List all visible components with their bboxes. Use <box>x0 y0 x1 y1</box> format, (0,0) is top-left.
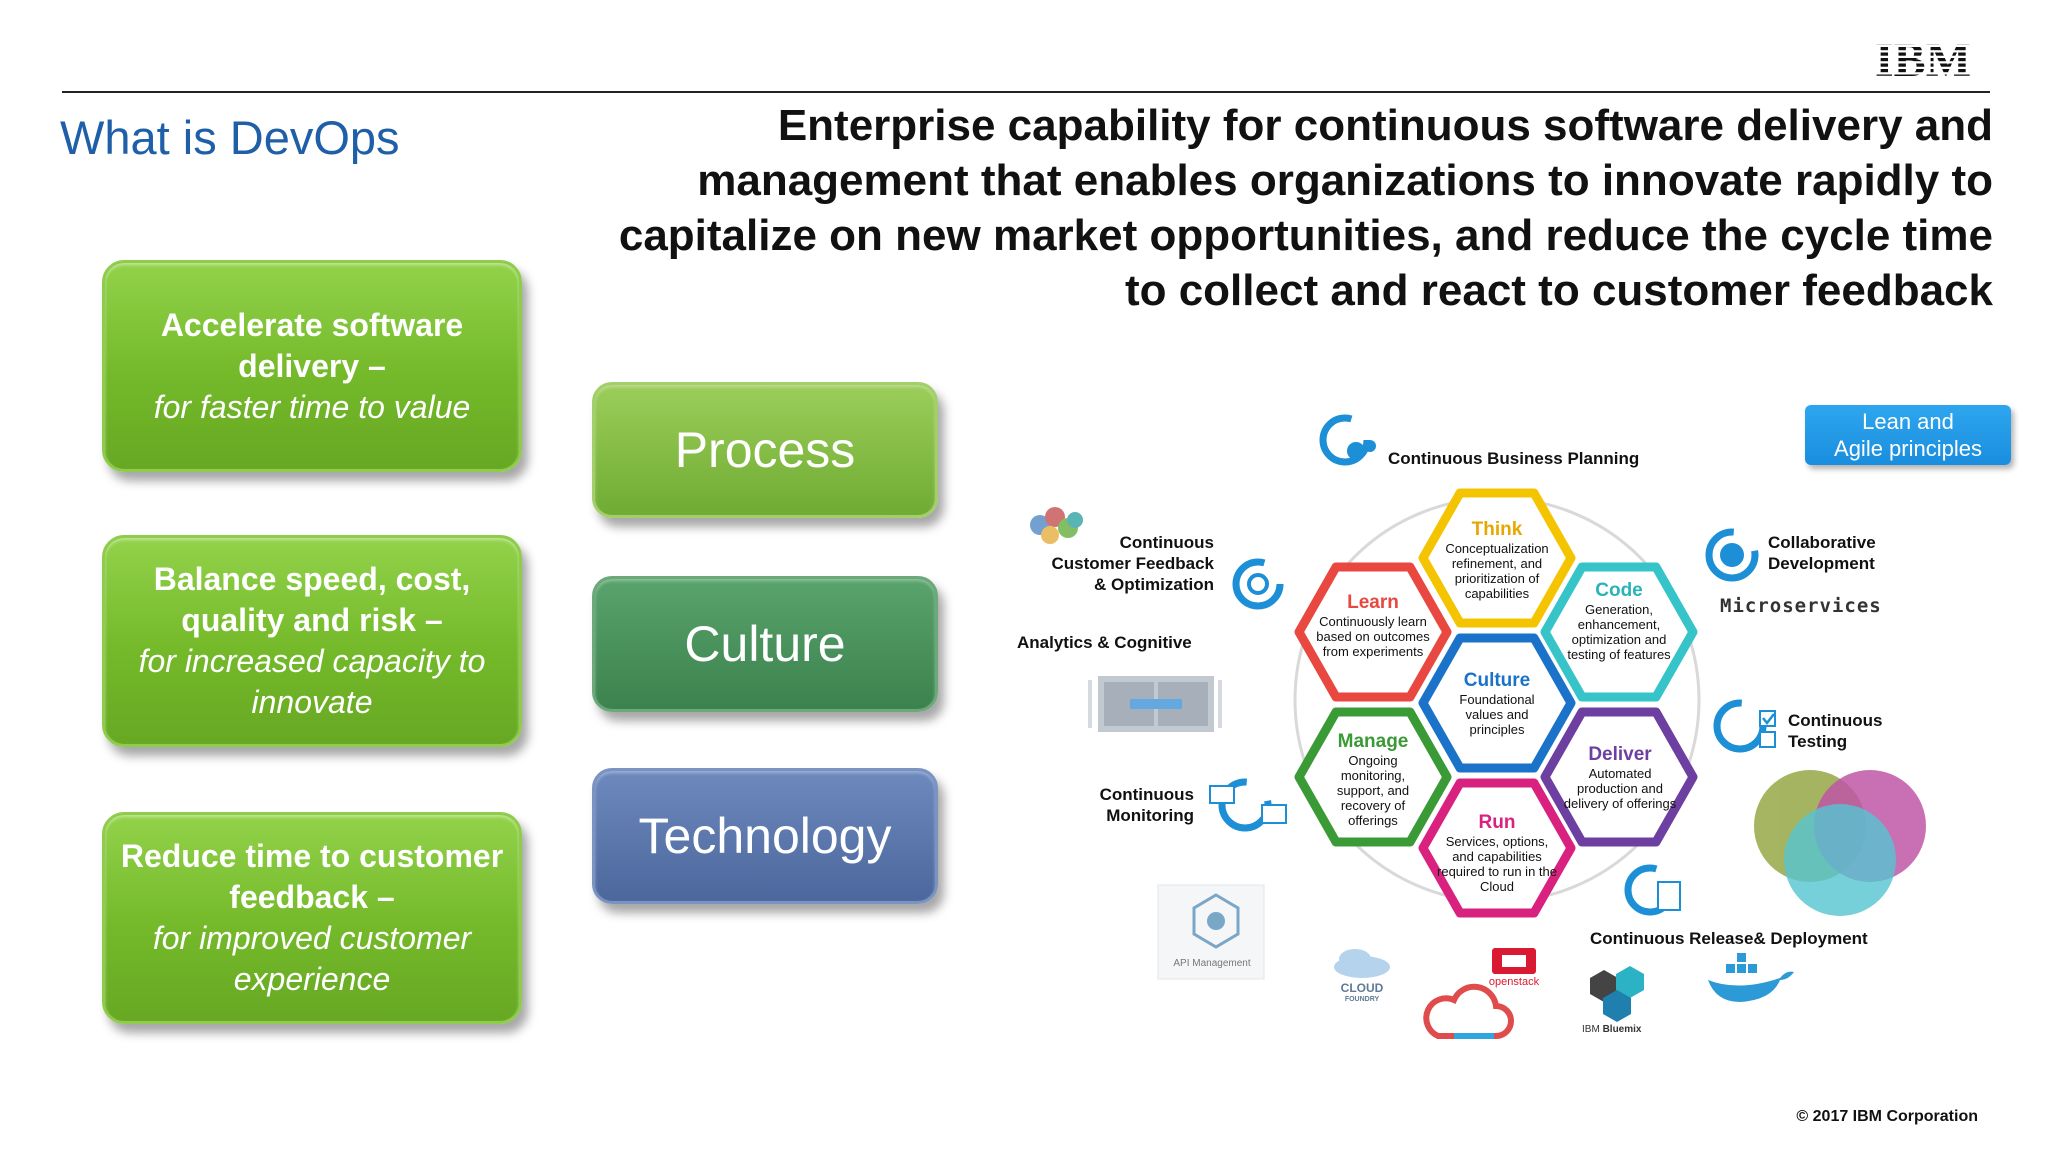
hex-run-title: Run <box>1478 812 1516 833</box>
benefit-customer-feedback: Reduce time to customer feedback – for i… <box>102 812 522 1024</box>
bluemix-caption-name: Bluemix <box>1602 1024 1642 1035</box>
lean-line-2: Agile principles <box>1834 436 1982 461</box>
svg-text:IBM: IBM <box>1875 36 1971 80</box>
collaboration-icon <box>1705 528 1759 582</box>
hex-learn-desc: Continuously learn based on outcomes fro… <box>1316 614 1430 659</box>
bluemix-caption-ibm: IBM <box>1582 1024 1600 1035</box>
lean-agile-badge: Lean and Agile principles <box>1805 405 2011 465</box>
openstack-logo <box>1492 948 1536 974</box>
venn-diagram-icon <box>1754 770 1926 916</box>
label-continuous-testing: Continuous Testing <box>1788 710 1882 752</box>
label-line: Development <box>1768 554 1875 573</box>
page-title: What is DevOps <box>60 111 400 164</box>
benefit-heading: Reduce time to customer feedback – <box>120 838 504 915</box>
bluemix-logo <box>1590 966 1644 1022</box>
planning-icon <box>1319 414 1376 466</box>
feedback-icon <box>1232 558 1284 610</box>
hex-learn <box>1294 562 1452 702</box>
pillar-technology: Technology <box>592 768 938 904</box>
hex-run-desc: Services, options, and capabilities requ… <box>1437 834 1557 894</box>
hex-manage-desc: Ongoing monitoring, support, and recover… <box>1336 753 1410 828</box>
hex-code-title: Code <box>1595 580 1643 601</box>
hex-run-label: Run Services, options, and capabilities … <box>1436 812 1558 894</box>
hex-code-label: Code Generation, enhancement, optimizati… <box>1556 580 1682 662</box>
label-line: Collaborative <box>1768 533 1876 552</box>
benefit-balance-risk: Balance speed, cost, quality and risk – … <box>102 535 522 747</box>
label-continuous-monitoring: Continuous Monitoring <box>1100 784 1194 826</box>
label-collaborative-development: Collaborative Development <box>1768 532 1876 574</box>
feedback-cluster-icon <box>1030 507 1083 544</box>
hex-manage-label: Manage Ongoing monitoring, support, and … <box>1318 731 1428 828</box>
hex-culture <box>1418 633 1576 773</box>
label-customer-feedback: Continuous Customer Feedback & Optimizat… <box>1052 532 1215 595</box>
label-business-planning: Continuous Business Planning <box>1388 449 1640 468</box>
docker-logo <box>1708 953 1794 1002</box>
hex-deliver-title: Deliver <box>1588 744 1652 765</box>
header-divider <box>62 91 1990 93</box>
hex-deliver-label: Deliver Automated production and deliver… <box>1558 744 1682 811</box>
benefit-subtext: for increased capacity to innovate <box>138 643 486 720</box>
label-line: Continuous <box>1119 533 1214 552</box>
label-release-deployment: Continuous Release& Deployment <box>1590 929 1868 948</box>
cloud-foundry-line-2: FOUNDRY <box>1344 996 1380 1003</box>
label-line: Customer Feedback <box>1051 554 1215 573</box>
hex-think <box>1418 488 1576 628</box>
hex-culture-label: Culture Foundational values and principl… <box>1440 670 1554 737</box>
hex-deliver <box>1540 707 1698 847</box>
hex-think-label: Think Conceptualization refinement, and … <box>1435 519 1559 601</box>
hex-run <box>1418 778 1576 918</box>
hex-code-desc: Generation, enhancement, optimization an… <box>1567 602 1671 662</box>
benefit-accelerate-delivery: Accelerate software delivery – for faste… <box>102 260 522 472</box>
analytics-icon <box>1088 676 1222 732</box>
copyright: © 2017 IBM Corporation <box>1796 1108 1978 1125</box>
release-icon <box>1624 864 1681 916</box>
cloud-foundry-logo <box>1334 949 1390 978</box>
headline: Enterprise capability for continuous sof… <box>618 101 1993 315</box>
api-management-logo <box>1157 884 1265 980</box>
label-line: & Optimization <box>1094 575 1214 594</box>
label-line: Monitoring <box>1106 806 1194 825</box>
bluemix-caption: IBM Bluemix <box>1582 1024 1641 1035</box>
hex-learn-title: Learn <box>1347 592 1399 613</box>
api-management-caption: API Management <box>1173 958 1251 969</box>
hex-think-title: Think <box>1471 519 1523 540</box>
cloud-foundry-line-1: CLOUD <box>1340 981 1384 995</box>
cloud-icon <box>1423 983 1514 1039</box>
hex-learn-label: Learn Continuously learn based on outcom… <box>1311 592 1435 659</box>
benefit-heading: Accelerate software delivery – <box>160 306 464 384</box>
label-line: Continuous <box>1788 711 1883 730</box>
lean-line-1: Lean and <box>1862 409 1954 434</box>
benefit-subtext: for improved customer experience <box>152 920 472 997</box>
hex-code <box>1540 562 1698 702</box>
hex-manage <box>1294 707 1452 847</box>
hex-culture-desc: Foundational values and principles <box>1459 692 1535 737</box>
cloud-foundry-caption: CLOUD FOUNDRY <box>1330 982 1394 1006</box>
openstack-caption: openstack <box>1488 976 1540 988</box>
label-analytics-cognitive: Analytics & Cognitive <box>1017 633 1192 652</box>
ibm-logo: IBM <box>1875 36 1971 80</box>
label-line: Continuous <box>1099 785 1194 804</box>
pillar-process: Process <box>592 382 938 518</box>
label-line: Testing <box>1788 732 1848 751</box>
hex-culture-title: Culture <box>1463 670 1531 691</box>
hex-deliver-desc: Automated production and delivery of off… <box>1563 766 1677 811</box>
monitoring-icon <box>1209 778 1287 832</box>
benefit-subtext: for faster time to value <box>153 388 471 425</box>
benefit-heading: Balance speed, cost, quality and risk – <box>153 561 471 638</box>
hex-think-desc: Conceptualization refinement, and priori… <box>1445 541 1549 601</box>
label-microservices: Microservices <box>1720 595 1882 617</box>
pillar-culture: Culture <box>592 576 938 712</box>
hex-manage-title: Manage <box>1337 731 1409 752</box>
testing-icon <box>1713 699 1776 753</box>
